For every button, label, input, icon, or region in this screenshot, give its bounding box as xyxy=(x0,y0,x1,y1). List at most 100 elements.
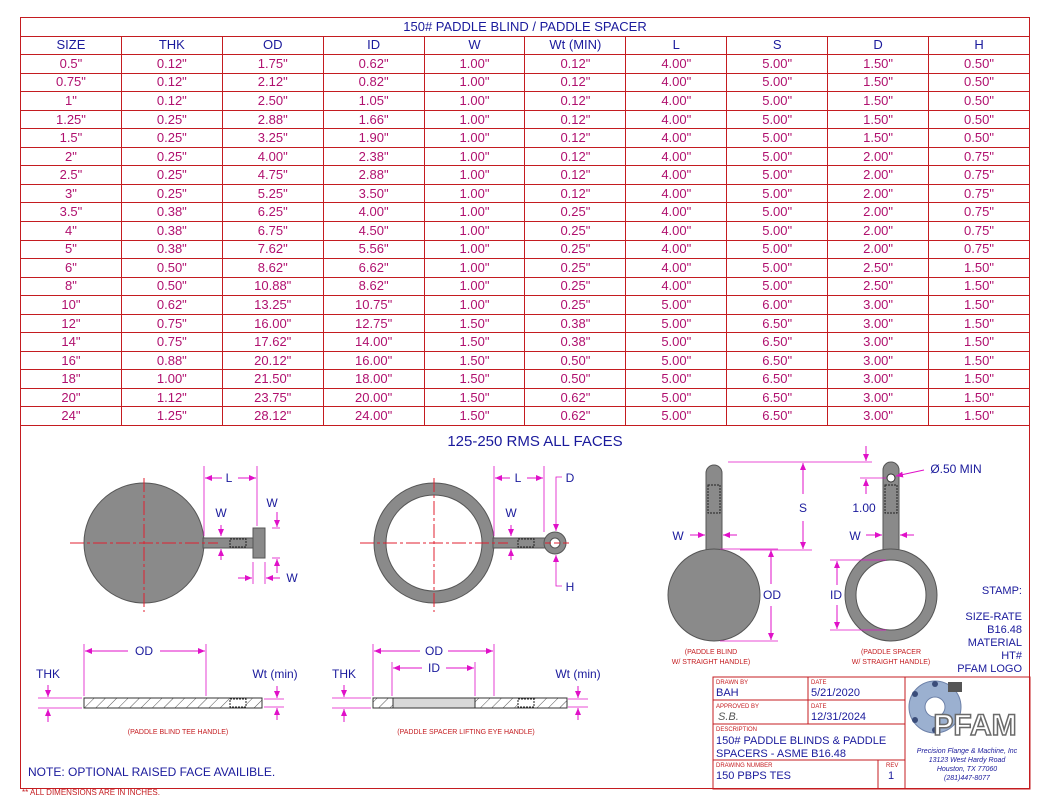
table-cell: 2.50" xyxy=(827,276,930,297)
table-cell: 1.12" xyxy=(120,387,223,408)
table-cell: 1.50" xyxy=(928,406,1030,427)
dim-L: L xyxy=(226,471,233,485)
table-cell: 3.00" xyxy=(827,313,930,334)
table-cell: 1.00" xyxy=(423,221,526,241)
stamp-title: STAMP: xyxy=(982,585,1022,597)
table-cell: 3.00" xyxy=(827,332,930,352)
dim-ID-straight: ID xyxy=(830,588,842,602)
tb-approved-label: APPROVED BY xyxy=(716,704,759,710)
table-cell: 0.25" xyxy=(120,183,223,204)
stamp-line-2: B16.48 xyxy=(987,624,1022,636)
table-cell: 4.00" xyxy=(221,146,324,167)
table-cell: 0.12" xyxy=(120,54,223,74)
table-cell: 24.00" xyxy=(322,406,425,427)
tb-dwg-label: DRAWING NUMBER xyxy=(716,763,773,769)
table-cell: 0.12" xyxy=(524,109,627,130)
stamp-block: STAMP: SIZE-RATE B16.48 MATERIAL HT# PFA… xyxy=(957,585,1023,675)
stamp-line-3: MATERIAL xyxy=(968,637,1022,649)
table-cell: 6.50" xyxy=(726,369,829,389)
column-header: SIZE xyxy=(20,35,122,56)
paddle-spacer-side-view: OD ID THK Wt (min) (PADDLE SPACER LIFTIN… xyxy=(332,644,601,736)
paddle-blind-tee-front: L W W W xyxy=(70,466,298,612)
table-cell: 0.75" xyxy=(928,202,1030,223)
caption-tee-handle: (PADDLE BLIND TEE HANDLE) xyxy=(128,729,229,736)
note-raised-face: NOTE: OPTIONAL RAISED FACE AVAILIBLE. xyxy=(28,765,275,779)
straight-handle-views: S 1.00 Ø.50 MIN W W OD ID (PADDLE BLIND … xyxy=(667,446,982,666)
tb-rev: 1 xyxy=(888,770,894,782)
dim-H: H xyxy=(566,580,575,594)
table-cell: 1.50" xyxy=(928,387,1030,408)
dim-W-straight-spacer: W xyxy=(849,529,861,543)
tb-date-label-2: DATE xyxy=(811,704,827,710)
dim-W-stem: W xyxy=(215,506,227,520)
table-cell: 6.50" xyxy=(726,332,829,352)
table-cell: 5.00" xyxy=(726,128,829,148)
table-cell: 1.00" xyxy=(423,91,526,111)
dim-ID-side: ID xyxy=(428,661,440,675)
paddle-blind-side-view: OD THK Wt (min) (PADDLE BLIND TEE HANDLE… xyxy=(36,644,298,736)
table-cell: 5.00" xyxy=(625,313,728,334)
column-header: ID xyxy=(322,35,425,56)
company-phone: (281)447-8077 xyxy=(944,775,991,782)
table-row: 2.5"0.25"4.75"2.88"1.00"0.12"4.00"5.00"2… xyxy=(20,165,1030,185)
table-cell: 1.50" xyxy=(827,54,930,74)
tb-desc-2: SPACERS - ASME B16.48 xyxy=(716,748,846,760)
table-cell: 0.25" xyxy=(524,239,627,260)
tb-dwg: 150 PBPS TES xyxy=(716,770,791,782)
tb-desc-1: 150# PADDLE BLINDS & PADDLE xyxy=(716,735,886,747)
table-cell: 0.25" xyxy=(120,146,223,167)
table-cell: 5.00" xyxy=(625,406,728,427)
blind-section xyxy=(83,697,263,709)
dim-OD-straight: OD xyxy=(763,588,781,602)
table-cell: 0.62" xyxy=(322,54,425,74)
table-cell: 1.50" xyxy=(423,406,526,427)
table-cell: 2.50" xyxy=(827,258,930,278)
table-row: 16"0.88"20.12"16.00"1.50"0.50"5.00"6.50"… xyxy=(20,350,1030,371)
caption-spacer-straight-2: W/ STRAIGHT HANDLE) xyxy=(852,659,930,666)
dim-S: S xyxy=(799,501,807,515)
dim-D: D xyxy=(566,471,575,485)
table-row: 18"1.00"21.50"18.00"1.50"0.50"5.00"6.50"… xyxy=(20,369,1030,389)
dim-OD-spacer-side: OD xyxy=(425,644,443,658)
dim-OD-side: OD xyxy=(135,644,153,658)
stamp-line-4: HT# xyxy=(1001,650,1023,662)
table-cell: 0.12" xyxy=(120,72,223,93)
caption-spacer-straight-1: (PADDLE SPACER xyxy=(861,649,921,656)
company-addr1: 13123 West Hardy Road xyxy=(929,757,1007,764)
table-cell: 1.50" xyxy=(928,332,1030,352)
table-row: 5"0.38"7.62"5.56"1.00"0.25"4.00"5.00"2.0… xyxy=(20,239,1030,260)
table-cell: 5.00" xyxy=(726,202,829,223)
table-cell: 1.5" xyxy=(20,128,122,148)
table-row: 0.5"0.12"1.75"0.62"1.00"0.12"4.00"5.00"1… xyxy=(20,54,1030,74)
table-cell: 0.88" xyxy=(120,350,223,371)
table-cell: 16.00" xyxy=(221,313,324,334)
dim-THK: THK xyxy=(36,667,60,681)
dim-W-eye: W xyxy=(505,506,517,520)
table-cell: 13.25" xyxy=(221,295,324,315)
table-cell: 0.38" xyxy=(524,332,627,352)
dim-one: 1.00 xyxy=(852,501,876,515)
finish-note: 125-250 RMS ALL FACES xyxy=(447,433,622,450)
table-cell: 4.00" xyxy=(625,54,728,74)
table-cell: 5.00" xyxy=(726,221,829,241)
table-cell: 5.00" xyxy=(726,72,829,93)
table-cell: 1.50" xyxy=(827,109,930,130)
tee-handle-bar xyxy=(252,527,266,559)
table-cell: 1.00" xyxy=(423,258,526,278)
table-cell: 28.12" xyxy=(221,406,324,427)
caption-blind-straight-1: (PADDLE BLIND xyxy=(685,649,737,656)
table-cell: 0.25" xyxy=(524,295,627,315)
tb-date-label-1: DATE xyxy=(811,680,827,686)
table-cell: 1.50" xyxy=(928,258,1030,278)
stamp-line-1: SIZE-RATE xyxy=(965,611,1022,623)
tb-date-2: 12/31/2024 xyxy=(811,711,866,723)
dim-L-eye: L xyxy=(515,471,522,485)
dim-hole: Ø.50 MIN xyxy=(930,462,981,476)
table-cell: 0.25" xyxy=(120,128,223,148)
table-cell: 1.50" xyxy=(928,313,1030,334)
table-row: 14"0.75"17.62"14.00"1.50"0.38"5.00"6.50"… xyxy=(20,332,1030,352)
table-cell: 0.38" xyxy=(524,313,627,334)
pfam-logo: PFAM xyxy=(908,680,1017,743)
